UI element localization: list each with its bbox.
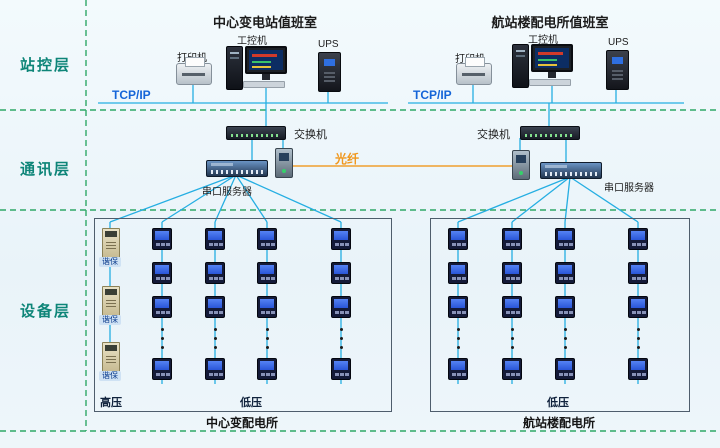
power-meter	[331, 262, 351, 284]
power-meter	[628, 358, 648, 380]
power-meter	[205, 358, 225, 380]
ethernet-switch-icon	[520, 126, 580, 140]
power-meter	[257, 296, 277, 318]
power-meter	[555, 296, 575, 318]
power-meter	[257, 228, 277, 250]
power-meter	[555, 228, 575, 250]
monitor-icon	[245, 46, 287, 74]
left-panel-caption: 中心变配电所	[205, 416, 278, 430]
printer-icon	[456, 57, 492, 85]
ellipsis-dots	[160, 328, 164, 355]
ellipsis-dots	[636, 328, 640, 355]
monitor-screen	[535, 48, 569, 68]
serial-server-icon	[206, 160, 268, 177]
printer-icon	[176, 57, 212, 85]
power-meter	[152, 358, 172, 380]
right-panel-caption: 航站楼配电所	[522, 416, 595, 430]
power-meter	[448, 228, 468, 250]
left-serial-server-label: 串口服务器	[202, 187, 252, 198]
power-meter	[152, 296, 172, 318]
protection-relay-label: 谐保	[99, 257, 121, 267]
power-meter	[502, 262, 522, 284]
left-room-title: 中心变电站值班室	[212, 15, 317, 30]
power-meter	[331, 358, 351, 380]
power-meter	[502, 228, 522, 250]
power-meter	[205, 296, 225, 318]
left-pc-label: 工控机	[237, 36, 267, 47]
left-panel-hv-label: 高压	[100, 397, 122, 409]
fiber-label: 光纤	[335, 152, 360, 166]
ellipsis-dots	[213, 328, 217, 355]
left-distribution-panel-box	[94, 218, 392, 412]
power-meter	[448, 296, 468, 318]
monitor-icon	[531, 44, 573, 72]
protection-relay-label: 谐保	[99, 371, 121, 381]
power-meter	[257, 262, 277, 284]
monitor-stand	[548, 72, 556, 78]
keyboard-icon	[243, 81, 285, 88]
right-ups-label: UPS	[608, 37, 629, 48]
layer-label-device: 设备层	[20, 303, 72, 320]
protection-relay-device	[102, 228, 120, 258]
power-meter	[628, 262, 648, 284]
monitor-stand	[262, 74, 270, 80]
monitor-screen	[249, 50, 283, 70]
right-pc-label: 工控机	[528, 35, 558, 46]
power-meter	[205, 262, 225, 284]
ellipsis-dots	[456, 328, 460, 355]
layer-divider-lines	[0, 0, 720, 432]
power-meter	[448, 358, 468, 380]
protection-relay-label: 谐保	[99, 315, 121, 325]
right-distribution-panel-box	[430, 218, 690, 412]
left-ups-label: UPS	[318, 39, 339, 50]
fiber-media-converter-icon	[512, 150, 530, 180]
left-panel-lv-label: 低压	[240, 397, 262, 409]
power-meter	[502, 296, 522, 318]
power-meter	[628, 228, 648, 250]
power-meter	[331, 228, 351, 250]
ellipsis-dots	[510, 328, 514, 355]
keyboard-icon	[529, 79, 571, 86]
fiber-media-converter-icon	[275, 148, 293, 178]
power-meter	[555, 358, 575, 380]
power-meter	[555, 262, 575, 284]
protection-relay-device	[102, 342, 120, 372]
power-meter	[502, 358, 522, 380]
power-meter	[152, 262, 172, 284]
ellipsis-dots	[563, 328, 567, 355]
power-meter	[257, 358, 277, 380]
ups-icon	[318, 52, 341, 92]
power-meter	[331, 296, 351, 318]
ethernet-switch-icon	[226, 126, 286, 140]
power-meter	[152, 228, 172, 250]
right-tcpip-label: TCP/IP	[413, 88, 452, 102]
pc-tower-icon	[512, 44, 529, 88]
ups-icon	[606, 50, 629, 90]
power-meter	[448, 262, 468, 284]
power-meter	[205, 228, 225, 250]
right-switch-label: 交换机	[477, 129, 510, 141]
ellipsis-dots	[339, 328, 343, 355]
right-serial-server-label: 串口服务器	[604, 183, 654, 194]
left-switch-label: 交换机	[294, 129, 327, 141]
left-tcpip-label: TCP/IP	[112, 88, 151, 102]
power-meter	[628, 296, 648, 318]
protection-relay-device	[102, 286, 120, 316]
right-room-title: 航站楼配电所值班室	[491, 15, 609, 30]
ellipsis-dots	[265, 328, 269, 355]
layer-label-station-control: 站控层	[20, 57, 72, 74]
serial-server-icon	[540, 162, 602, 179]
pc-tower-icon	[226, 46, 243, 90]
right-panel-lv-label: 低压	[547, 397, 569, 409]
layer-label-communication: 通讯层	[20, 161, 72, 178]
